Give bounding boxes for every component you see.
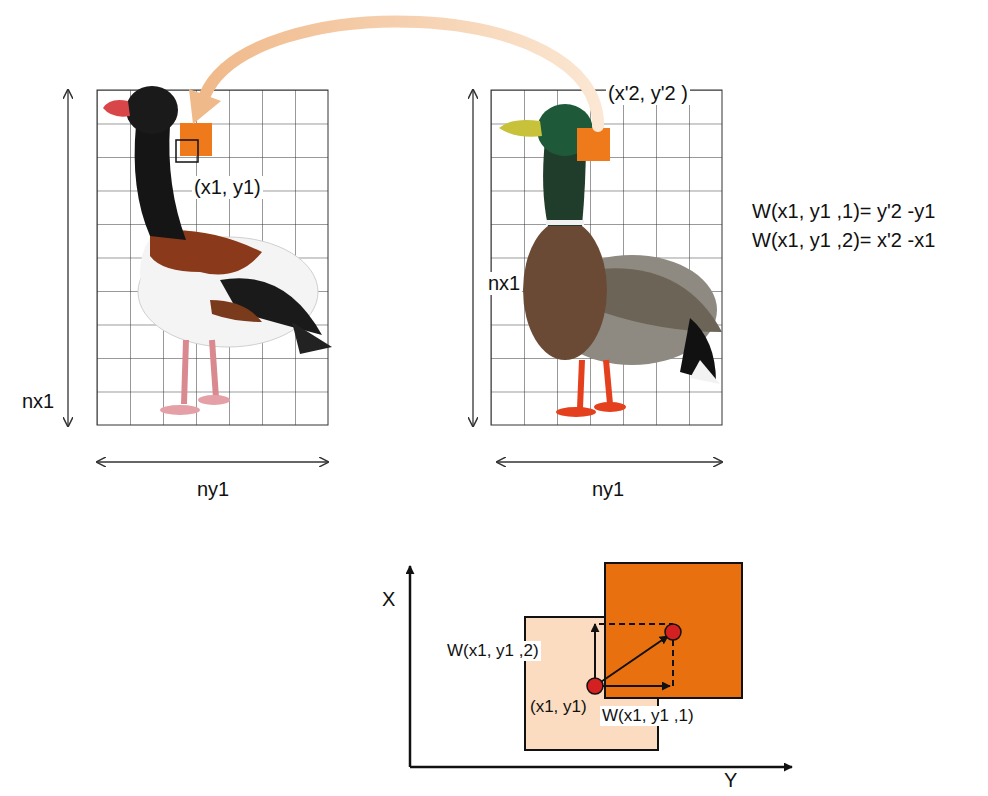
vector-label: W(x1, y1 ,2): [445, 641, 541, 661]
dimension-label: ny1: [590, 478, 626, 501]
window-outline: [176, 140, 198, 162]
displacement-vector: [595, 624, 673, 686]
coordinate-label: (x1, y1): [528, 697, 589, 717]
grid: [97, 90, 328, 425]
grid: [491, 90, 722, 425]
dimension-label: ny1: [195, 478, 231, 501]
point-marker: [587, 678, 603, 694]
point-marker: [665, 624, 681, 640]
equation: W(x1, y1 ,2)= x'2 -x1: [750, 229, 937, 252]
dimension-label: nx1: [20, 390, 56, 413]
duck-photo: [499, 104, 722, 417]
dimension-arrow: [68, 90, 722, 462]
axis-label: X: [380, 588, 397, 611]
mapping-arrow: [189, 21, 598, 126]
vector-label: W(x1, y1 ,1): [600, 706, 696, 726]
highlight-cell: [577, 128, 610, 161]
duck-photo: [103, 86, 332, 415]
target-window: [605, 563, 742, 698]
dimension-label: nx1: [486, 272, 522, 295]
coordinate-label: (x'2, y'2 ): [606, 82, 690, 105]
axis-label: Y: [722, 769, 739, 792]
equation: W(x1, y1 ,1)= y'2 -y1: [750, 200, 937, 223]
coordinate-label: (x1, y1): [192, 176, 263, 199]
